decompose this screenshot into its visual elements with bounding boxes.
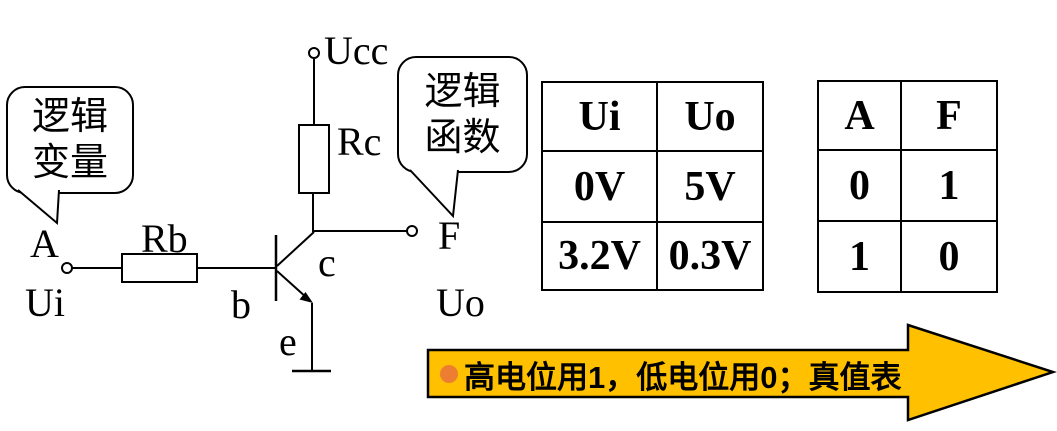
table-row: 0 1 (817, 149, 998, 222)
input-terminal-icon (61, 262, 73, 274)
truth-cell: 1 (817, 220, 902, 293)
table-row: 0V 5V (541, 150, 764, 223)
table-row: A F (817, 80, 998, 151)
label-c: c (318, 240, 336, 285)
label-b: b (231, 282, 251, 327)
banner-arrow-shape (426, 323, 1057, 422)
label-ucc: Ucc (324, 28, 389, 73)
callout-input-line1: 逻辑 (31, 96, 108, 138)
banner-label: 高电位用1，低电位用0；真值表 (464, 359, 902, 395)
truth-table: A F 0 1 1 0 (817, 80, 998, 293)
callout-input-line2: 变量 (31, 142, 108, 184)
table-row: Ui Uo (541, 81, 764, 152)
truth-cell: 0 (817, 149, 902, 222)
label-ui: Ui (25, 280, 65, 325)
label-a: A (30, 221, 59, 266)
callout-output-line1: 逻辑 (424, 70, 501, 113)
callout-input-label: 逻辑 变量 (7, 87, 133, 193)
voltage-cell: 0V (541, 150, 658, 223)
callout-output-label: 逻辑 函数 (398, 57, 527, 172)
table-row: 3.2V 0.3V (541, 221, 764, 291)
callout-bubble-input (6, 86, 134, 194)
emitter-arrow-icon (299, 292, 313, 303)
voltage-table-header-uo: Uo (656, 81, 764, 152)
output-terminal-icon (406, 225, 418, 237)
callout-bubble-output (397, 56, 528, 173)
table-row: 1 0 (817, 220, 998, 293)
transistor-collector-lead (276, 231, 315, 267)
callout-output-line2: 函数 (424, 116, 501, 159)
transistor-emitter-lead (276, 270, 308, 299)
label-rb: Rb (141, 216, 188, 261)
resistor-rc (298, 124, 330, 194)
voltage-cell: 0.3V (656, 221, 764, 291)
voltage-cell: 5V (656, 150, 764, 223)
callout-tail-input (17, 189, 60, 226)
supply-terminal-icon (308, 47, 320, 59)
truth-cell: 0 (900, 220, 998, 293)
truth-cell: 1 (900, 149, 998, 222)
label-f: F (438, 213, 461, 258)
voltage-table-header-ui: Ui (541, 81, 658, 152)
truth-table-header-f: F (900, 80, 998, 151)
label-uo: Uo (436, 280, 485, 325)
bullet-icon (440, 365, 458, 383)
truth-table-header-a: A (817, 80, 902, 151)
label-e: e (279, 319, 297, 364)
voltage-cell: 3.2V (541, 221, 658, 291)
callout-tail-output (409, 169, 459, 219)
banner: 高电位用1，低电位用0；真值表 (440, 355, 901, 395)
label-rc: Rc (337, 119, 382, 164)
voltage-table: Ui Uo 0V 5V 3.2V 0.3V (541, 81, 764, 291)
